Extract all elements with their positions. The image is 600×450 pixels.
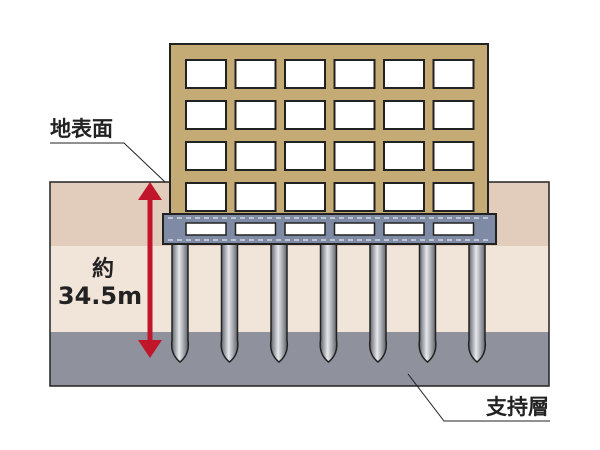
foundation-window xyxy=(333,222,376,236)
building-window xyxy=(185,59,227,89)
building-window xyxy=(185,141,227,171)
building-window xyxy=(234,100,277,130)
building-window xyxy=(284,141,326,171)
bearing-layer-label: 支持層 xyxy=(486,395,549,419)
foundation-window xyxy=(383,222,425,236)
building-window xyxy=(333,141,376,171)
foundation-window xyxy=(185,222,227,236)
building-window xyxy=(284,182,326,212)
building-window xyxy=(333,182,376,212)
building-window xyxy=(234,182,277,212)
building-window xyxy=(185,100,227,130)
building-window xyxy=(234,141,277,171)
building-window xyxy=(432,100,475,130)
building-window xyxy=(185,182,227,212)
building-window xyxy=(383,141,425,171)
pile xyxy=(269,243,289,363)
depth-value-label: 34.5m xyxy=(58,282,142,310)
bearing-layer-leader-line xyxy=(407,373,550,422)
building-window xyxy=(383,100,425,130)
foundation-window xyxy=(432,222,475,236)
pile xyxy=(170,243,190,363)
pile xyxy=(418,243,437,363)
building-window xyxy=(432,59,475,89)
building-window xyxy=(333,100,376,130)
building-window xyxy=(432,182,475,212)
pile-group xyxy=(170,243,487,363)
depth-arrow xyxy=(138,182,162,358)
ground-surface-leader-line xyxy=(50,142,166,183)
ground-surface-label: 地表面 xyxy=(50,117,113,141)
building-window xyxy=(432,141,475,171)
foundation-window xyxy=(234,222,277,236)
building-window xyxy=(333,59,376,89)
pile xyxy=(220,243,239,363)
building-window xyxy=(383,182,425,212)
pile xyxy=(319,243,338,363)
building-windows xyxy=(185,59,475,212)
building-window xyxy=(234,59,277,89)
pile xyxy=(467,243,487,363)
foundation-windows xyxy=(185,222,475,236)
soil-layer-middle xyxy=(50,246,549,332)
foundation-window xyxy=(284,222,326,236)
bearing-layer xyxy=(50,332,549,386)
pile xyxy=(368,243,388,363)
building-window xyxy=(284,100,326,130)
building-window xyxy=(383,59,425,89)
depth-prefix-label: 約 xyxy=(92,256,114,282)
building-window xyxy=(284,59,326,89)
